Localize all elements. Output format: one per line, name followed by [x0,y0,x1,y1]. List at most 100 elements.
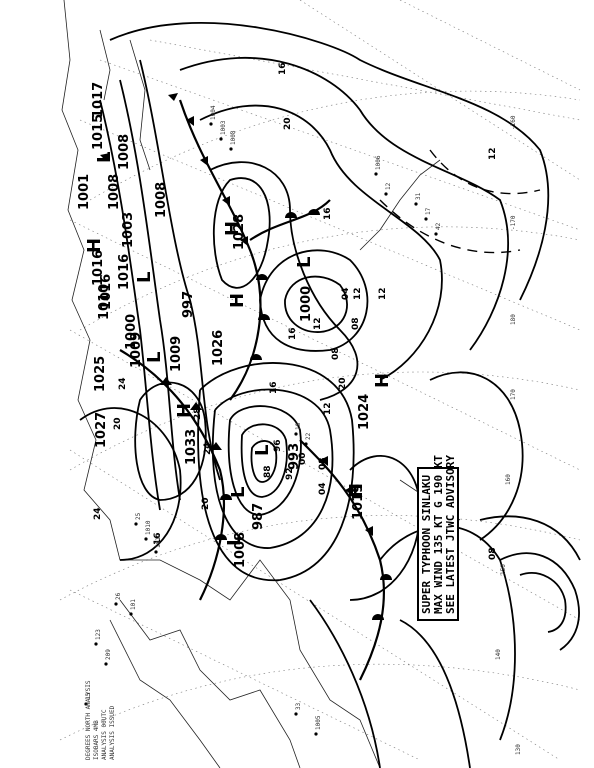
isobar-label: 12 [378,287,388,300]
isobar-label: 88 [263,465,273,478]
header-line: ANALYSIS ISSUED [109,705,116,760]
front-symbols [100,93,392,620]
station-dot [154,550,158,554]
station-plot: 31 [415,192,422,200]
isobar-label: 16 [278,62,288,75]
isobar-label: 1008 [107,174,122,210]
longitude-label: 140 [495,649,502,660]
station-dot [229,147,233,151]
station-dot [94,642,98,646]
isobar-label: 28 [193,407,203,420]
isobar-label: 92 [285,467,295,480]
station-dot [84,702,88,706]
isobar-label: 1009 [169,336,184,372]
isobar-label: 16 [269,381,279,394]
pressure-center-high: H [84,238,105,253]
station-dot [434,232,438,236]
pressure-center-low: L [252,445,273,456]
isobar-label: 1016 [117,254,132,290]
station-plot: 18 [295,422,302,430]
longitude-label: 170 [510,389,517,400]
isobar-label: 1008 [117,134,132,170]
station-dot [144,537,148,541]
isobar-label: 1016 [91,250,106,286]
station-dot [209,122,213,126]
header-line: DEGREES NORTH ANALYSIS [85,680,92,760]
isobar-label: 20 [201,497,211,510]
station-plot: 1005 [315,715,322,730]
isobar-label: 1033 [184,429,199,465]
station-plot: 101 [130,599,137,610]
isobar-label: 1028 [232,214,247,250]
header-line: ISOBARS 4MB [93,720,100,760]
isobar-label: 12 [323,402,333,415]
station-dot [129,612,133,616]
station-dot [219,137,223,141]
isobar-label: 16 [323,207,333,220]
station-dot [304,442,308,446]
station-dot [114,602,118,606]
station-dot [134,522,138,526]
station-plot: 17 [425,207,432,215]
isobar-label: 08 [331,347,341,360]
header-line: ANALYSIS 00UTC [101,709,108,760]
isobar-label: 1016 [99,274,114,310]
station-plot: 1012 [155,533,162,548]
isobar-label: 00 [298,452,308,465]
advisory-line: SUPER TYPHOON SINLAKU [420,475,433,614]
isobar-label: 12 [313,317,323,330]
isobar-label: 1009 [129,332,144,368]
pressure-center-low: L [294,257,315,268]
station-dot [414,202,418,206]
station-plot: 25 [135,512,142,520]
pressure-center-high: H [174,403,195,418]
isobar-label: 987 [251,503,266,530]
product-header: DEGREES NORTH ANALYSIS ISOBARS 4MB ANALY… [85,680,116,760]
station-plot: 1004 [210,105,217,120]
station-plot: 1003 [220,120,227,135]
isobar-label: 1025 [93,356,108,392]
station-plot: 26 [115,592,122,600]
longitude-label: -170 [510,215,517,230]
isobar-label: 1015 [91,114,106,150]
isobar-label: 12 [353,287,363,300]
pressure-center-low: L [144,352,165,363]
pressure-center-high: H [346,483,367,498]
station-plot: 33 [295,702,302,710]
station-plot: 1008 [230,130,237,145]
isobar-label: 20 [113,417,123,430]
station-plot: 15 [85,692,92,700]
isobar-label: 08 [318,457,328,470]
station-plot: 123 [95,629,102,640]
isobar-label: 1027 [94,412,109,448]
station-dot [424,217,428,221]
pressure-center-high: H [222,221,243,236]
isobar-label: 24 [93,507,103,520]
longitude-label: 150 [500,564,507,575]
isobar-label: 24 [118,377,128,390]
isobar-label: 997 [181,291,196,318]
station-dot [294,432,298,436]
pressure-center-high: H [227,293,248,308]
isobar-label: 1000 [124,314,139,350]
isobar-label: 1003 [121,212,136,248]
station-plot: 209 [105,649,112,660]
isobar-label: 1001 [77,174,92,210]
isobar-label: 20 [283,117,293,130]
station-plot: 1006 [375,155,382,170]
longitude-label: 180 [510,314,517,325]
typhoon-advisory-box: SUPER TYPHOON SINLAKU MAX WIND 135 KT G … [417,455,459,621]
station-dot [294,712,298,716]
pressure-center-low: L [224,535,245,546]
station-plot: 1010 [145,520,152,535]
station-dot [374,172,378,176]
isobar-label: 1026 [211,330,226,366]
station-plot: 22 [305,432,312,440]
pressure-center-low: L [228,487,249,498]
isobars [79,22,581,768]
isobar-label: 1000 [299,286,314,322]
isobar-label: 993 [287,443,302,470]
isobar-label: 08 [488,547,498,560]
